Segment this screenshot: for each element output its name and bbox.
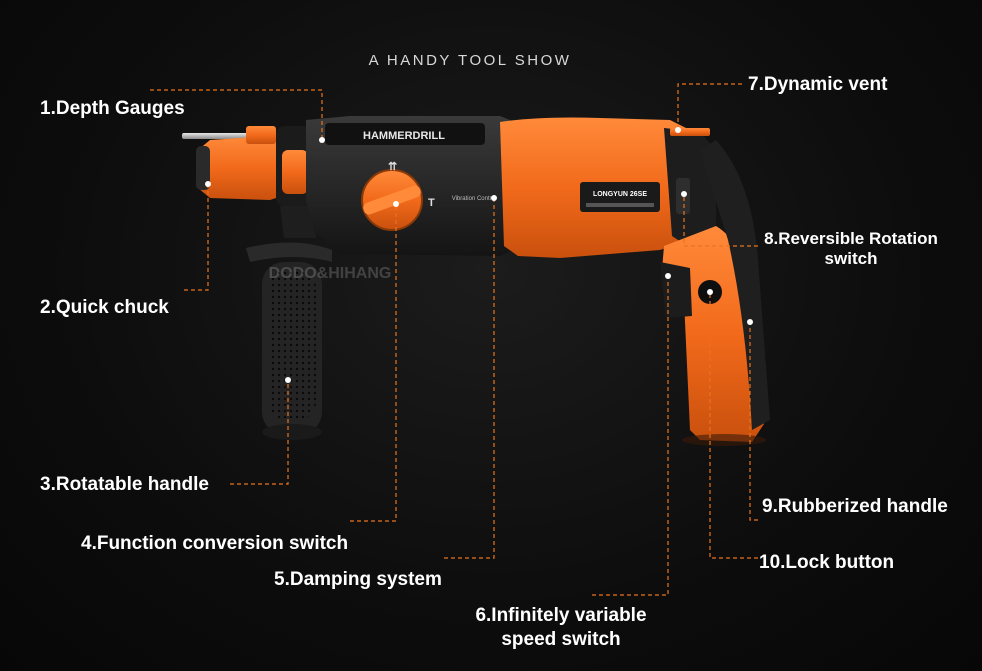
side-handle xyxy=(246,206,332,440)
svg-text:T: T xyxy=(428,197,435,209)
callout-quick-chuck: 2.Quick chuck xyxy=(40,297,169,318)
callout-speed-switch: 6.Infinitely variable speed switch xyxy=(475,605,647,650)
callout-damping-system: 5.Damping system xyxy=(274,569,442,590)
callout-markers xyxy=(205,127,753,383)
brand-text: HAMMERDRILL xyxy=(363,130,445,142)
callout-depth-gauges: 1.Depth Gauges xyxy=(40,98,185,119)
watermark-text: DODO&HIHANG xyxy=(269,265,392,282)
quick-chuck-part xyxy=(196,126,282,200)
callout-reversible-switch: 8.Reversible Rotation switch xyxy=(764,229,938,268)
page-title: A HANDY TOOL SHOW xyxy=(368,52,572,69)
model-text: LONGYUN 26SE xyxy=(593,191,647,198)
svg-text:⇈: ⇈ xyxy=(388,161,397,173)
callout-rubberized-handle: 9.Rubberized handle xyxy=(762,496,948,517)
callout-function-switch: 4.Function conversion switch xyxy=(81,533,349,554)
callout-lock-button: 10.Lock button xyxy=(759,552,895,573)
sub-brand-text: Vibration Control xyxy=(452,196,497,202)
callout-rotatable-handle: 3.Rotatable handle xyxy=(40,474,209,495)
handle-collar xyxy=(276,126,312,206)
callout-dynamic-vent: 7.Dynamic vent xyxy=(748,74,888,95)
motor-body: LONGYUN 26SE xyxy=(500,117,690,258)
function-knob: ⇈ T xyxy=(361,161,435,231)
callout-lines xyxy=(150,83,758,596)
